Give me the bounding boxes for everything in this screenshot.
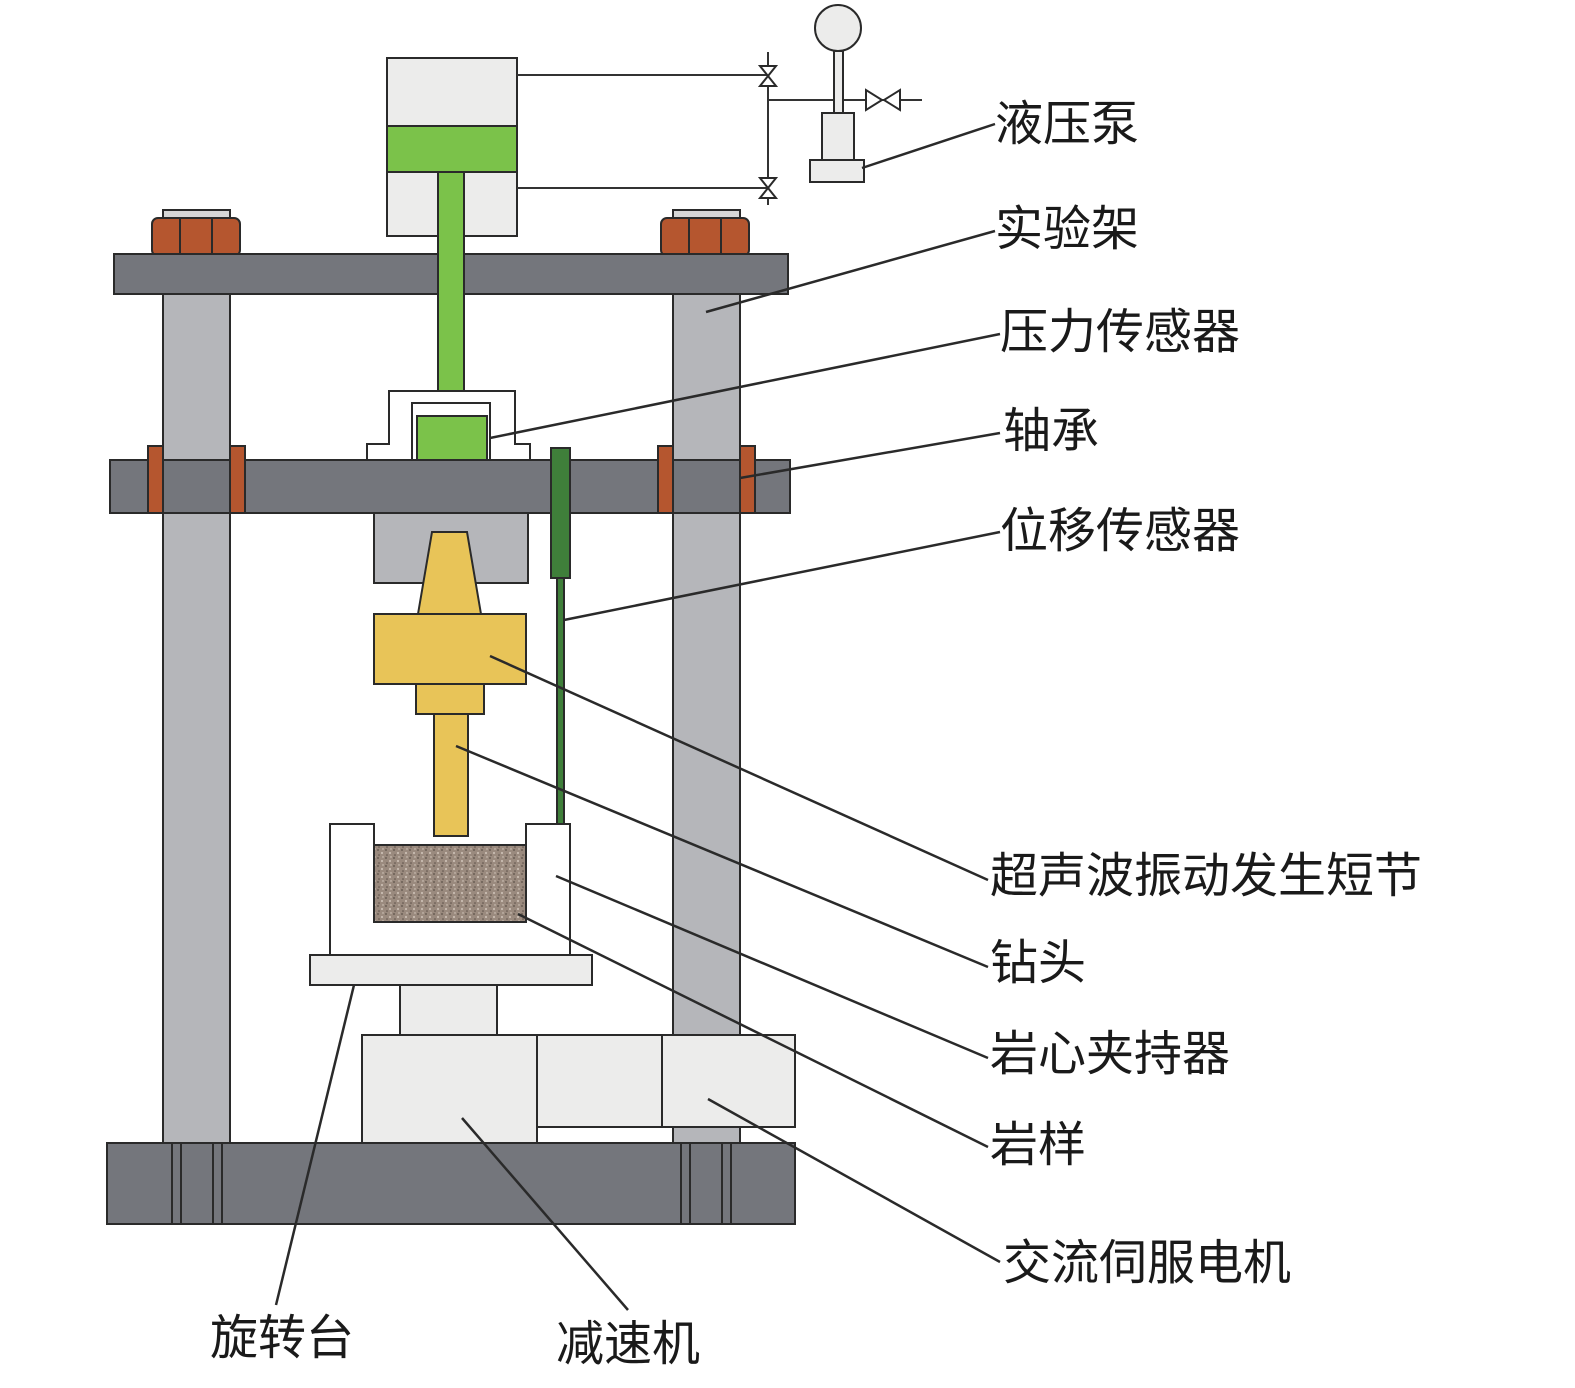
label-rotary-table: 旋转台: [210, 1310, 354, 1366]
leader-rock-sample: [517, 912, 989, 1149]
left-column: [162, 289, 231, 1146]
label-displacement-sensor: 位移传感器: [1000, 503, 1240, 559]
valve-side: [865, 88, 884, 112]
rotary-table: [309, 954, 593, 986]
label-drill-bit: 钻头: [990, 935, 1086, 991]
leader-rotary-table: [274, 984, 356, 1306]
label-core-holder: 岩心夹持器: [990, 1026, 1230, 1082]
leader-ultrasonic-sub: [489, 654, 989, 882]
base-plate: [106, 1142, 796, 1225]
middle-plate: [109, 459, 791, 514]
hydraulic-pump-base: [809, 159, 865, 183]
label-hydraulic-pump: 液压泵: [995, 96, 1139, 152]
leader-test-frame: [705, 229, 996, 314]
valve-bottom: [757, 177, 779, 190]
displacement-sensor-rod: [550, 447, 571, 579]
ac-servo-motor: [661, 1034, 796, 1128]
bearing-left-a: [147, 445, 164, 514]
label-pressure-sensor: 压力传感器: [1000, 304, 1240, 360]
label-test-frame: 实验架: [995, 201, 1139, 257]
bearing-left-b: [229, 445, 246, 514]
label-reducer: 减速机: [556, 1316, 700, 1372]
drill-bit: [433, 713, 469, 837]
leader-reducer: [461, 1117, 629, 1311]
hydraulic-cylinder-upper: [386, 57, 518, 127]
leader-core-holder: [555, 874, 989, 1060]
hydraulic-piston: [386, 125, 518, 173]
coupling: [536, 1034, 663, 1128]
rock-sample: [373, 844, 527, 923]
bearing-right-b: [739, 445, 756, 514]
leader-bearing: [739, 431, 1001, 480]
top-nut-right: [660, 217, 750, 257]
reducer-shaft: [399, 984, 498, 1036]
leader-displacement-sensor: [563, 530, 1001, 622]
bearing-right-a: [657, 445, 674, 514]
piston-rod: [437, 171, 465, 418]
top-nut-left: [151, 217, 241, 257]
label-bearing: 轴承: [1003, 403, 1099, 459]
label-rock-sample: 岩样: [990, 1117, 1086, 1173]
valve-top: [757, 65, 779, 78]
leader-ac-servo-motor: [707, 1097, 1001, 1264]
reducer: [361, 1034, 538, 1144]
pressure-sensor: [416, 415, 488, 461]
hydraulic-pump-body: [821, 112, 855, 162]
leader-pressure-sensor: [489, 332, 1001, 440]
label-ultrasonic-sub: 超声波振动发生短节: [990, 848, 1422, 904]
ultrasonic-vibration-sub: [373, 613, 527, 685]
pressure-gauge-icon: [814, 4, 862, 52]
label-ac-servo-motor: 交流伺服电机: [1003, 1235, 1291, 1291]
leader-drill-bit: [455, 744, 989, 969]
right-column: [672, 289, 741, 1146]
leader-hydraulic-pump: [861, 122, 996, 170]
